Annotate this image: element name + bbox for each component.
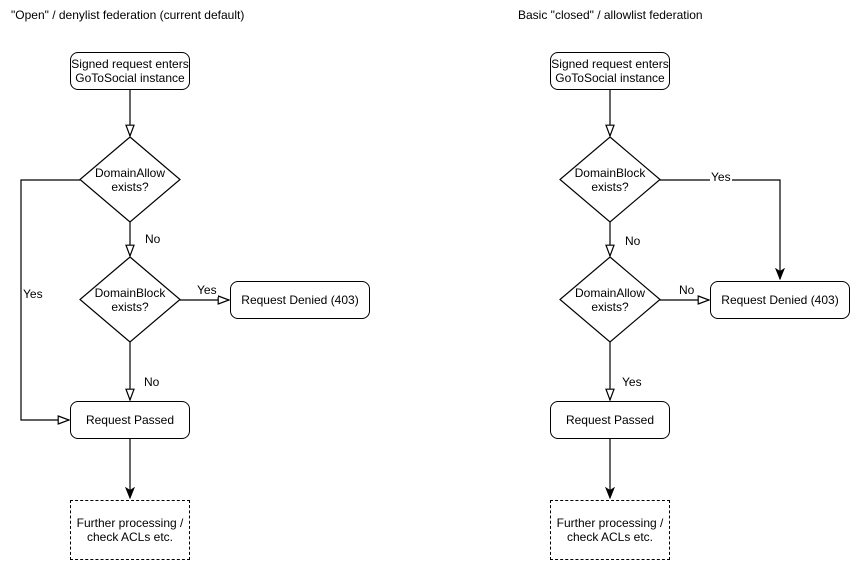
edge-label-left-decision2-no: No	[143, 375, 161, 389]
node-left-request-denied: Request Denied (403)	[230, 281, 370, 319]
node-right-start: Signed request enters GoToSocial instanc…	[550, 52, 670, 90]
edge-label-right-decision1-no: No	[624, 234, 642, 248]
edge-label-left-decision1-no: No	[144, 232, 162, 246]
diamond-right-decision1	[559, 136, 661, 223]
node-right-further-processing: Further processing / check ACLs etc.	[550, 500, 670, 560]
node-left-decision2-label: DomainBlock exists?	[94, 285, 166, 314]
diamond-left-decision1	[79, 136, 181, 223]
edge-left-decision1-yes-to-passed	[20, 179, 80, 420]
diamond-right-decision2	[559, 256, 661, 343]
diamond-left-decision2	[79, 256, 181, 343]
diagram-title-left: "Open" / denylist federation (current de…	[11, 8, 245, 22]
node-left-decision1-label: DomainAllow exists?	[94, 165, 166, 194]
edge-label-left-decision1-yes: Yes	[22, 287, 44, 301]
node-right-request-passed: Request Passed	[550, 401, 670, 439]
node-left-further-processing: Further processing / check ACLs etc.	[70, 500, 190, 560]
node-left-start: Signed request enters GoToSocial instanc…	[70, 52, 190, 90]
node-right-decision2-label: DomainAllow exists?	[574, 285, 646, 314]
node-left-request-passed: Request Passed	[70, 401, 190, 439]
edge-label-right-decision2-no: No	[678, 283, 696, 297]
edge-right-decision1-yes-to-denied	[660, 179, 780, 279]
node-right-request-denied: Request Denied (403)	[710, 281, 850, 319]
edge-label-left-decision2-yes: Yes	[196, 283, 218, 297]
diagram-title-right: Basic "closed" / allowlist federation	[518, 8, 703, 22]
node-right-decision1-label: DomainBlock exists?	[574, 165, 646, 194]
edge-label-right-decision1-yes: Yes	[710, 170, 732, 184]
edge-label-right-decision2-yes: Yes	[621, 375, 643, 389]
